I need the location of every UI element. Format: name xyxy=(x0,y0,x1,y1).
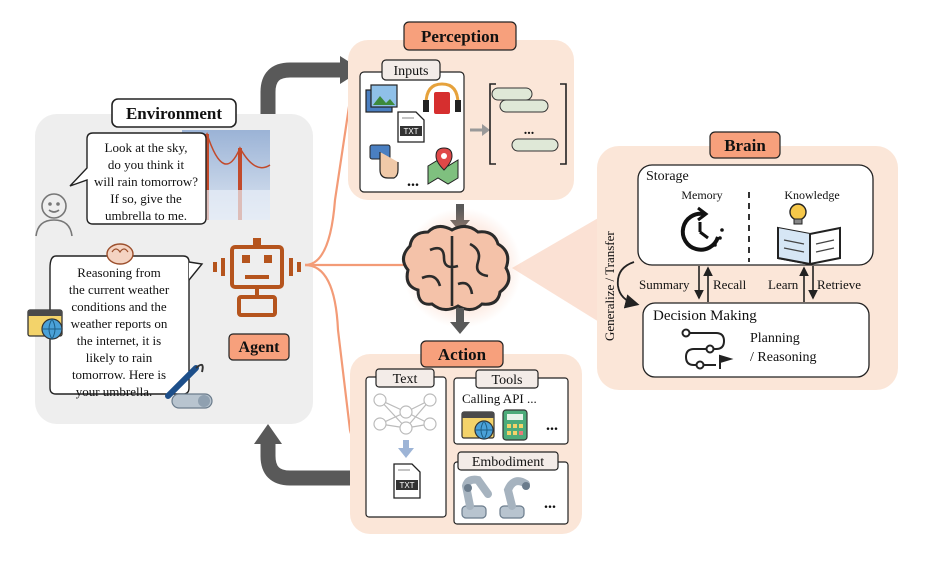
storage-label: Storage xyxy=(646,169,689,184)
human-line-4: If so, give the xyxy=(110,191,182,206)
summary-label: Summary xyxy=(639,277,690,292)
memory-label: Memory xyxy=(681,188,722,202)
action-title: Action xyxy=(438,345,487,364)
action-title-box: Action xyxy=(420,340,504,368)
calling-api-label: Calling API ... xyxy=(462,391,537,406)
umbrella-icon xyxy=(165,363,204,399)
memory-clock-icon xyxy=(680,206,724,252)
image-input-icon xyxy=(365,84,398,113)
agent-line-5: the internet, it is xyxy=(77,333,161,348)
robot-arm-icon-1 xyxy=(461,475,492,519)
agent-line-8: your umbrella. xyxy=(76,384,153,399)
text-file-icon: TXT xyxy=(397,111,425,143)
brain-title: Brain xyxy=(724,136,766,155)
tools-ellipsis: ... xyxy=(546,417,558,434)
agent-line-1: Reasoning from xyxy=(77,265,160,280)
vector-bracket xyxy=(489,83,567,165)
recall-label: Recall xyxy=(713,277,747,292)
text-generate-arrow xyxy=(398,440,414,458)
agent-line-7: tomorrow. Here is xyxy=(72,367,166,382)
generalize-transfer-label: Generalize / Transfer xyxy=(602,231,617,341)
decision-making-label: Decision Making xyxy=(653,308,757,324)
agent-speech-bubble: Reasoning from the current weather condi… xyxy=(49,255,204,399)
agent-line-3: conditions and the xyxy=(71,299,167,314)
inputs-label: Inputs xyxy=(394,64,429,79)
audio-input-icon xyxy=(423,82,461,114)
to-perception-arrow xyxy=(260,56,362,114)
encode-arrow xyxy=(470,124,490,136)
agent-robot-icon xyxy=(213,238,301,317)
human-speech-bubble: Look at the sky, do you think it will ra… xyxy=(69,132,207,225)
touch-input-icon xyxy=(369,144,399,179)
brain-title-box: Brain xyxy=(709,131,781,159)
agent-line-6: likely to rain xyxy=(86,350,153,365)
planning-path-icon xyxy=(681,328,734,370)
action-file-label: TXT xyxy=(399,481,414,490)
embodiment-ellipsis: ... xyxy=(544,495,556,512)
perception-title: Perception xyxy=(421,27,500,46)
robot-arm-small-icon xyxy=(171,393,213,409)
reasoning-label: / Reasoning xyxy=(750,350,817,365)
brain-to-action-arrow xyxy=(450,308,470,334)
web-globe-icon xyxy=(27,309,63,340)
calculator-tool-icon xyxy=(502,409,528,441)
output-text-file-icon: TXT xyxy=(393,463,421,499)
human-line-3: will rain tomorrow? xyxy=(94,174,198,189)
embodiment-label: Embodiment xyxy=(472,455,544,470)
environment-title: Environment xyxy=(126,104,222,123)
small-brain-icon xyxy=(106,243,134,265)
browser-tool-icon xyxy=(461,411,495,440)
tools-label: Tools xyxy=(492,373,523,388)
generalize-arrow xyxy=(616,261,640,309)
knowledge-book-icon xyxy=(777,203,841,266)
map-input-icon xyxy=(427,147,459,185)
inputs-ellipsis: ... xyxy=(407,173,419,190)
planning-label: Planning xyxy=(750,331,800,346)
from-action-arrow xyxy=(254,424,362,486)
human-line-5: umbrella to me. xyxy=(105,208,187,223)
agent-label: Agent xyxy=(239,339,281,356)
agent-line-4: weather reports on xyxy=(71,316,168,331)
agent-label-box: Agent xyxy=(228,333,290,361)
embedding-vectors xyxy=(491,87,559,152)
vector-ellipsis: ... xyxy=(524,123,535,138)
human-line-2: do you think it xyxy=(108,157,185,172)
retrieve-label: Retrieve xyxy=(817,277,861,292)
agent-line-2: the current weather xyxy=(69,282,170,297)
text-output-label: Text xyxy=(393,372,418,387)
storage-decision-arrows xyxy=(694,266,818,302)
perception-title-box: Perception xyxy=(403,21,517,51)
human-line-1: Look at the sky, xyxy=(105,140,188,155)
robot-arm-icon-2 xyxy=(499,477,530,519)
neural-network-icon xyxy=(373,393,437,435)
central-brain-icon xyxy=(402,225,511,311)
learn-label: Learn xyxy=(768,277,799,292)
decision-making-box: Decision Making Planning / Reasoning xyxy=(642,302,870,378)
human-icon xyxy=(35,193,73,237)
environment-title-box: Environment xyxy=(111,98,237,128)
knowledge-label: Knowledge xyxy=(784,188,839,202)
perception-file-label: TXT xyxy=(403,127,418,136)
